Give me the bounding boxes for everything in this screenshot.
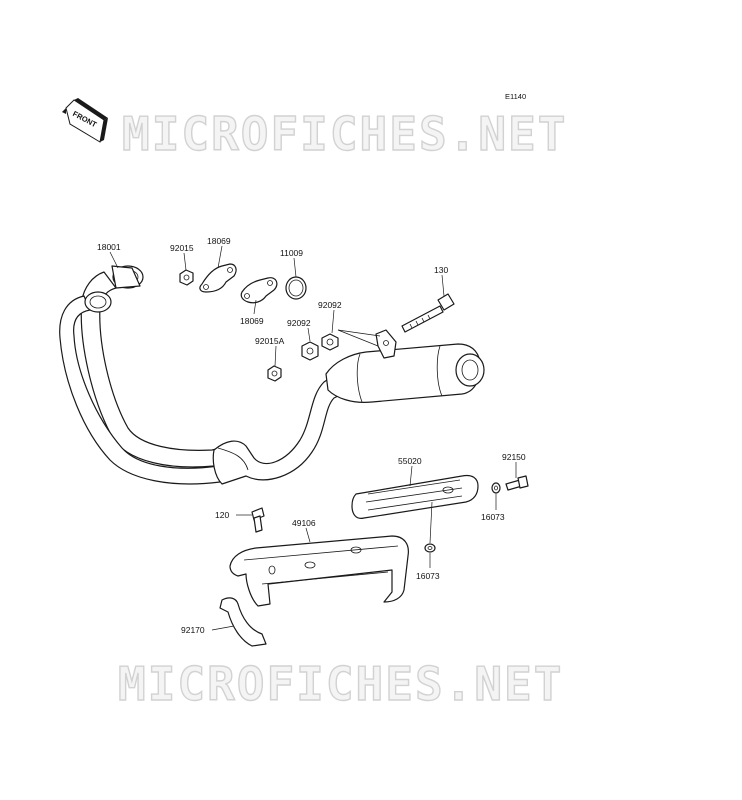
label-16073-upper: 16073 [481,512,505,522]
gasket-11009 [285,276,307,300]
label-130: 130 [434,265,448,275]
label-92170: 92170 [181,625,205,635]
watermark-top: MICROFICHES.NET [122,107,567,161]
clamp-nut-92092-b [301,341,319,361]
leader-lines [109,245,517,631]
flange-18069-upper [199,263,237,293]
watermark-bottom: MICROFICHES.NET [118,657,563,711]
label-92092-lower: 92092 [287,318,311,328]
label-49106: 49106 [292,518,316,528]
label-55020: 55020 [398,456,422,466]
washer-16073-upper [491,482,501,494]
label-92092-upper: 92092 [318,300,342,310]
bolt-120 [251,507,265,533]
diagram-code: E1140 [505,92,526,101]
label-120: 120 [215,510,229,520]
header-pipe-18001 [59,265,347,485]
band-92170 [219,597,267,647]
label-92015a: 92015A [255,336,285,346]
silencer [325,329,485,403]
label-92150: 92150 [502,452,526,462]
bolt-92150 [505,475,529,491]
nut-92015 [179,269,194,286]
flange-18069-lower [240,277,278,304]
heat-guard-55020 [351,474,479,519]
label-18001: 18001 [97,242,121,252]
cover-49106 [229,535,409,607]
bolt-130 [401,293,455,333]
label-18069-upper: 18069 [207,236,231,246]
washer-16073-lower [424,543,436,553]
front-arrow-icon: FRONT [62,98,108,143]
label-92015: 92015 [170,243,194,253]
label-16073-lower: 16073 [416,571,440,581]
label-11009: 11009 [280,248,303,258]
label-18069-lower: 18069 [240,316,264,326]
nut-92015a [267,365,282,382]
clamp-nut-92092-a [321,333,339,351]
part-labels: 18001 92015 18069 18069 11009 130 92092 … [97,236,526,635]
